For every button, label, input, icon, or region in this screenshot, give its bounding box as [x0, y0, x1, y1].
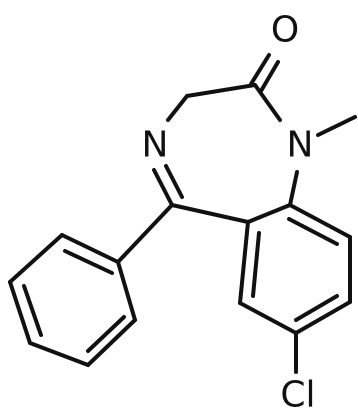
bond-ph-2-3: [8, 233, 64, 284]
bond-ph-3-4-inner: [22, 284, 43, 337]
chlorine-label: Cl: [280, 375, 315, 416]
bond-n1-methyl: [316, 115, 357, 137]
bond-c9a-c9-inner: [287, 217, 339, 246]
bond-c5a-c9a: [246, 203, 292, 224]
bond-c5-phenyl: [116, 203, 174, 264]
bond-n4-c5-inner: [164, 164, 184, 199]
bond-c3-n4: [166, 94, 189, 122]
bond-c8-c7: [294, 300, 352, 335]
bond-ph-1-2-inner: [63, 249, 114, 275]
bond-n1-c9a: [288, 170, 299, 207]
bond-c2-o-a: [249, 53, 271, 86]
bond-ph-3-4: [8, 280, 32, 345]
bond-c6-c5a: [238, 220, 250, 305]
oxygen-label: O: [271, 10, 299, 51]
imine-nitrogen-label: N: [142, 125, 169, 166]
bond-n4-c5-outer: [152, 168, 174, 207]
bond-c9a-c9: [288, 203, 352, 239]
amide-nitrogen-label: N: [287, 125, 314, 166]
bond-c2-o-b: [259, 60, 280, 93]
bond-ph-5-6: [86, 318, 137, 367]
bond-ph-6-1: [116, 260, 137, 322]
bond-c5-c5a: [170, 203, 250, 224]
bond-c2-c3: [185, 83, 257, 98]
bond-c8-c7-inner: [294, 294, 339, 322]
bond-c6-c5a-inner: [251, 231, 261, 298]
bond-c7-c6: [238, 301, 298, 335]
bond-ph-1-2: [60, 233, 120, 264]
bond-ph-4-5: [28, 341, 90, 367]
bond-c2-n1: [253, 83, 282, 122]
bond-ph-5-6-inner: [86, 315, 126, 353]
